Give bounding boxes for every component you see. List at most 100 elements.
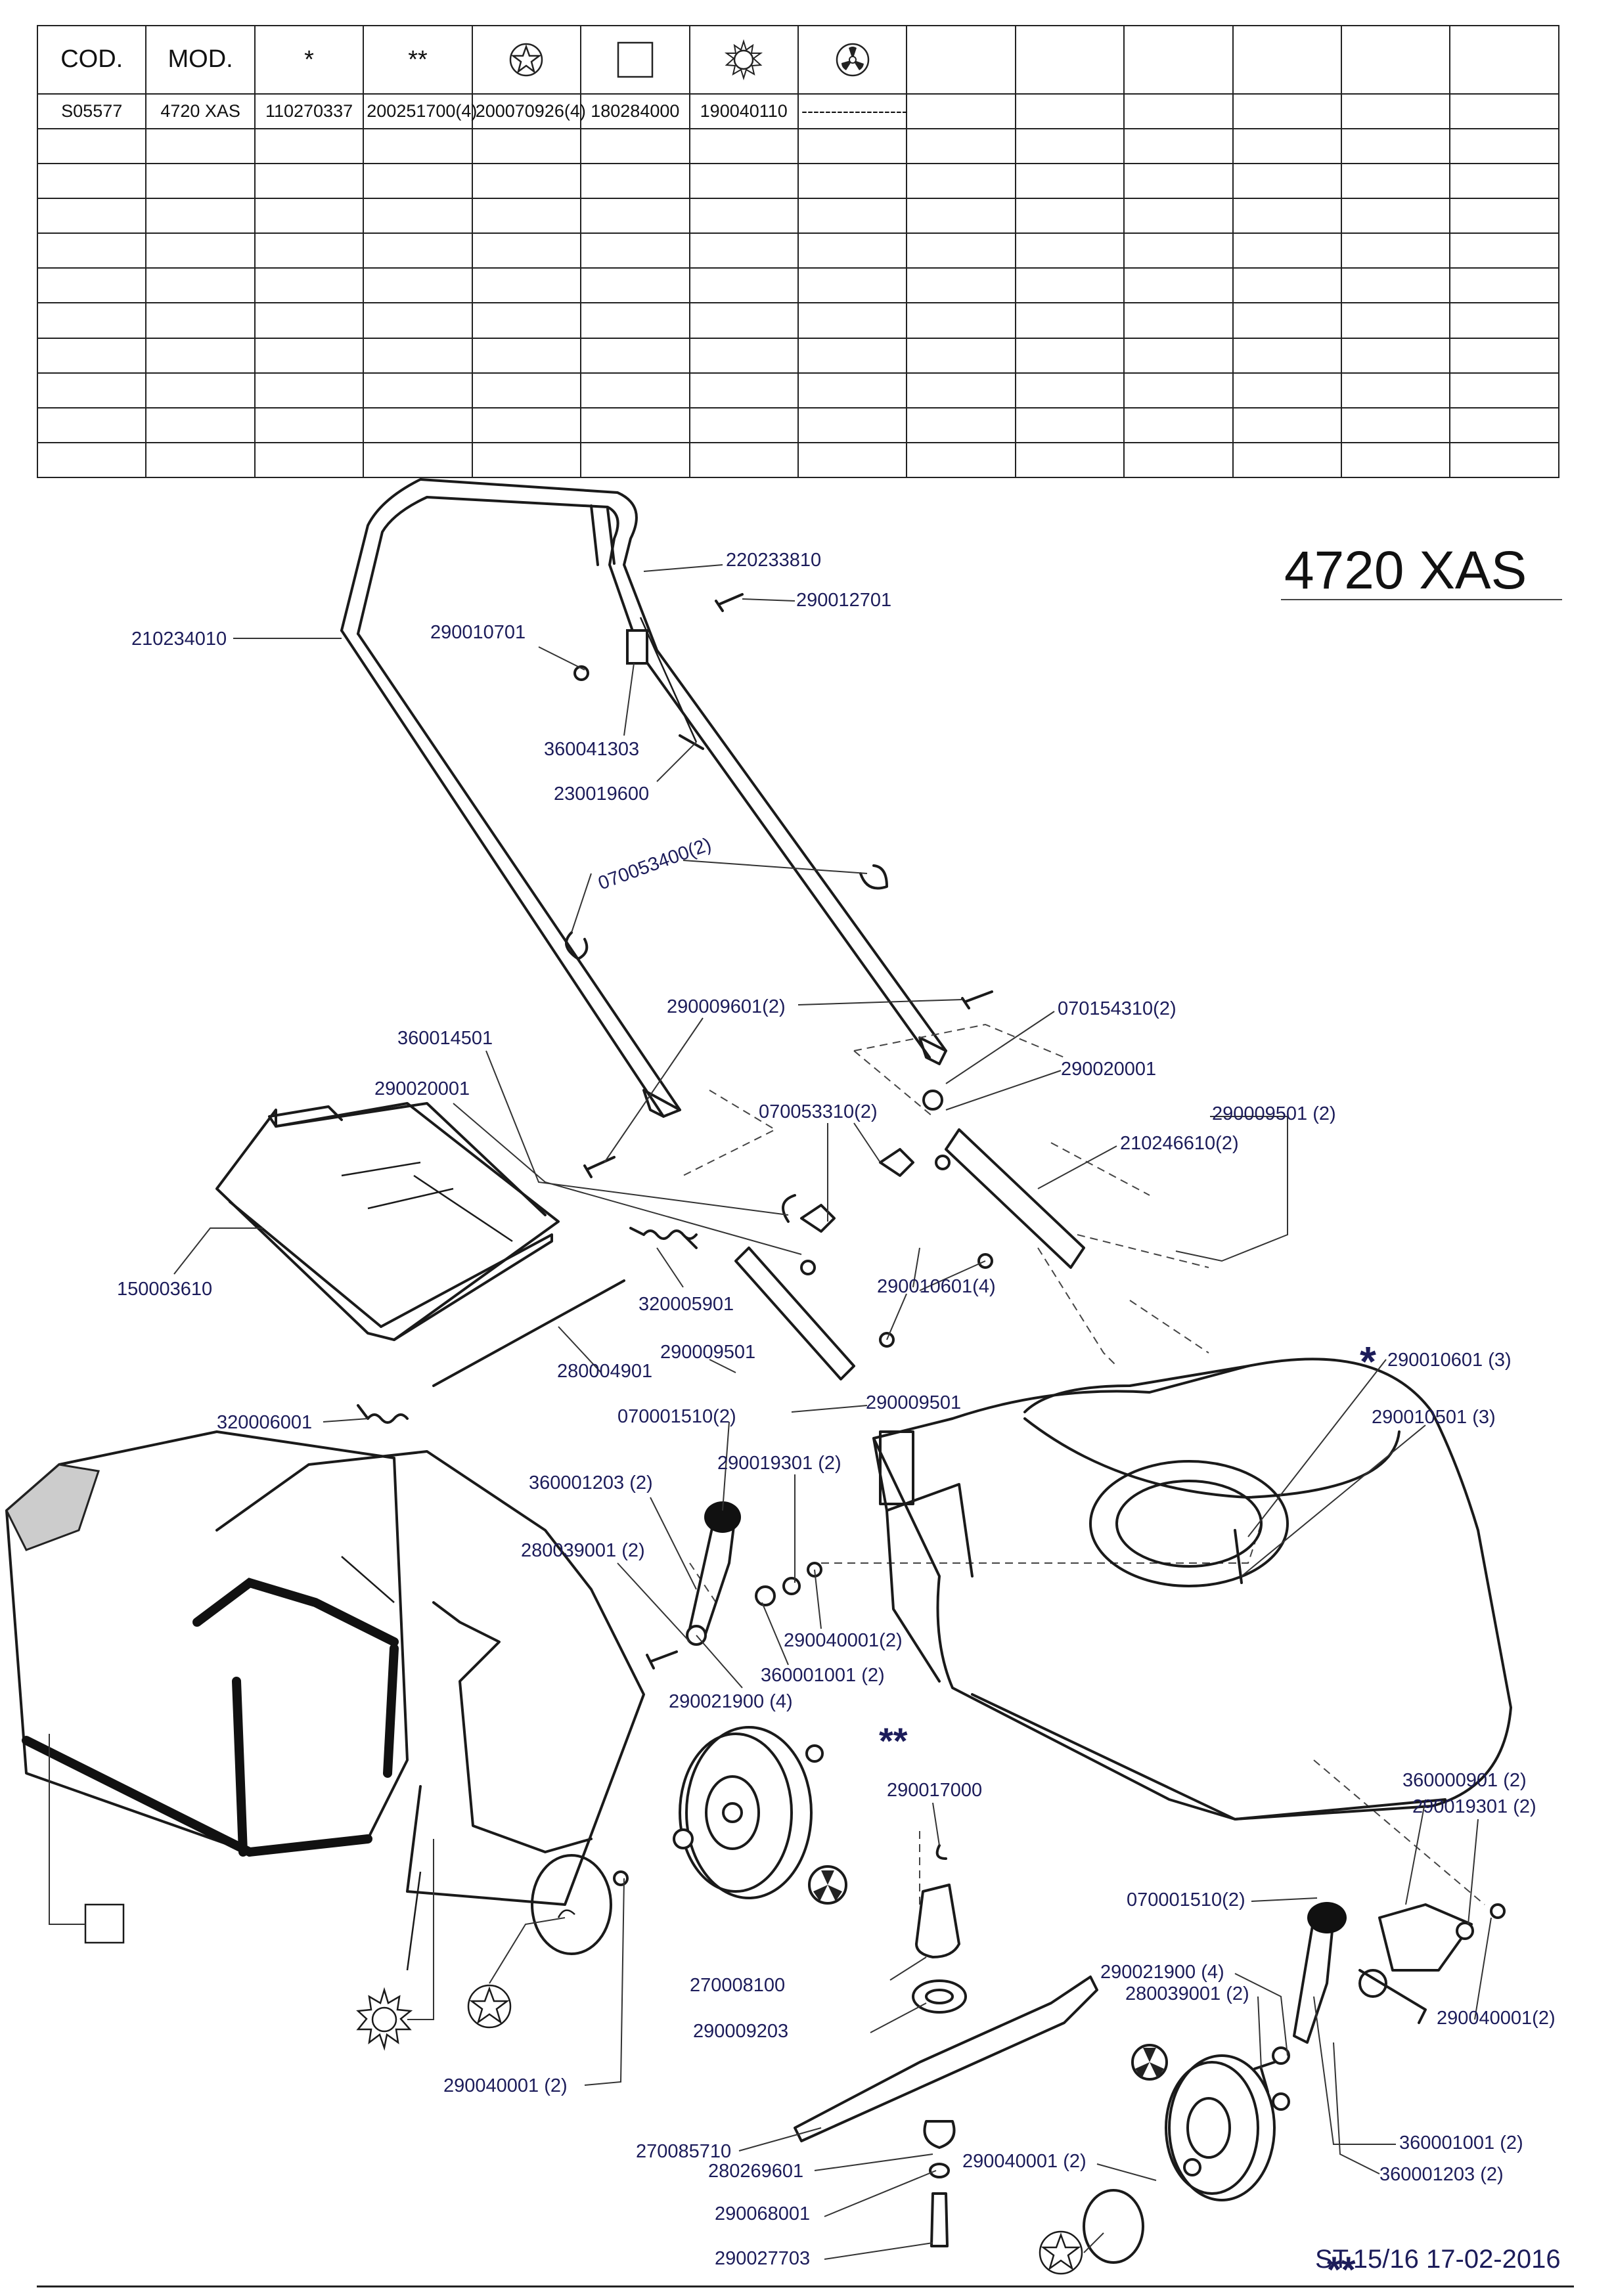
table-cell <box>580 267 690 304</box>
table-cell <box>363 198 473 234</box>
table-cell <box>1123 372 1234 408</box>
table-cell <box>1014 127 1125 165</box>
mower-deck-drawing <box>872 1358 1512 1821</box>
part-label: 210234010 <box>131 629 227 650</box>
table-cell <box>1123 93 1234 129</box>
handle-clips-drawing <box>565 864 888 960</box>
table-cell <box>1449 198 1559 234</box>
part-label: 070001510(2) <box>1127 1889 1245 1910</box>
table-cell <box>1014 372 1125 408</box>
table-cell <box>1449 127 1559 165</box>
part-label: 070053400(2) <box>595 834 714 894</box>
table-row <box>36 267 1559 304</box>
footer-divider <box>37 2285 1574 2287</box>
table-cell <box>254 163 365 200</box>
part-label: 220233810 <box>726 550 821 571</box>
table-cell <box>1014 302 1125 339</box>
sun-gear-icon <box>725 39 763 81</box>
table-cell-star: 200070926(4) <box>471 93 586 129</box>
table-cell <box>363 372 473 408</box>
table-cell <box>906 372 1016 408</box>
table-cell <box>363 441 473 479</box>
col-header-star-icon <box>471 25 582 95</box>
part-label: 290020001 <box>1061 1059 1156 1080</box>
part-label: 360001001 (2) <box>1399 2132 1523 2153</box>
table-cell <box>688 441 799 479</box>
table-cell <box>1449 163 1559 200</box>
part-label: 320005901 <box>639 1294 734 1315</box>
table-row <box>36 127 1559 165</box>
table-cell <box>688 302 799 339</box>
table-cell <box>1014 267 1125 304</box>
part-label: 360014501 <box>397 1028 493 1049</box>
table-cell <box>145 198 256 234</box>
pivot-brackets-drawing <box>734 1090 1085 1380</box>
table-cell <box>36 232 147 269</box>
table-cell <box>145 441 256 479</box>
col-header-mod: MOD. <box>145 25 256 95</box>
part-label: 290027703 <box>715 2248 810 2269</box>
table-cell <box>145 127 256 165</box>
table-cell <box>906 407 1016 443</box>
table-cell <box>688 198 799 234</box>
table-cell <box>906 232 1016 269</box>
part-label: 290068001 <box>715 2203 810 2224</box>
table-row <box>36 232 1559 269</box>
table-cell <box>1232 232 1343 269</box>
part-label: 210246610(2) <box>1120 1133 1239 1154</box>
table-cell <box>1232 441 1343 479</box>
three-blade-fan-icon <box>836 43 869 77</box>
table-cell <box>36 163 147 200</box>
left-adjuster-drawing <box>646 1501 822 1669</box>
part-label: 270085710 <box>636 2141 731 2162</box>
table-cell <box>1232 302 1343 339</box>
table-cell <box>363 232 473 269</box>
table-cell <box>145 372 256 408</box>
table-cell <box>36 302 147 339</box>
table-cell <box>1123 302 1234 339</box>
table-cell <box>363 302 473 339</box>
part-label: 290010601(4) <box>877 1276 996 1297</box>
table-cell <box>471 407 582 443</box>
table-cell <box>36 372 147 408</box>
right-wheel-drawing <box>1083 1902 1506 2264</box>
double-asterisk-marker: ** <box>1327 2249 1356 2290</box>
table-cell <box>797 198 908 234</box>
table-cell <box>1449 407 1559 443</box>
table-cell <box>363 337 473 374</box>
table-cell <box>36 198 147 234</box>
table-cell <box>471 198 582 234</box>
table-cell <box>1232 407 1343 443</box>
part-label: 290019301 (2) <box>1412 1796 1536 1817</box>
table-cell <box>36 441 147 479</box>
part-label: 290009501 <box>660 1342 755 1363</box>
table-cell <box>254 337 365 374</box>
table-cell <box>471 163 582 200</box>
table-cell <box>145 267 256 304</box>
col-header-square-icon <box>580 25 690 95</box>
table-cell <box>580 372 690 408</box>
table-cell <box>1341 407 1451 443</box>
table-cell <box>688 407 799 443</box>
table-cell <box>688 267 799 304</box>
part-label: 290010701 <box>430 622 526 643</box>
table-cell <box>580 337 690 374</box>
table-cell-single-asterisk: 110270337 <box>254 93 365 129</box>
table-cell <box>471 127 582 165</box>
star-in-circle-icon <box>510 43 543 77</box>
table-cell <box>254 302 365 339</box>
table-cell <box>1123 127 1234 165</box>
table-cell-fan: ------------------ <box>797 93 908 129</box>
part-label: 290012701 <box>796 590 891 611</box>
part-label: 320006001 <box>217 1412 312 1433</box>
table-cell <box>1341 232 1451 269</box>
table-cell <box>797 337 908 374</box>
table-cell <box>1014 441 1125 479</box>
part-label: 230019600 <box>554 784 649 805</box>
table-cell <box>906 163 1016 200</box>
col-header-empty-13 <box>1341 25 1451 95</box>
table-cell <box>1449 441 1559 479</box>
part-label: 280269601 <box>708 2161 803 2182</box>
part-label: 280039001 (2) <box>1125 1983 1249 2004</box>
square-icon <box>84 1903 125 1944</box>
